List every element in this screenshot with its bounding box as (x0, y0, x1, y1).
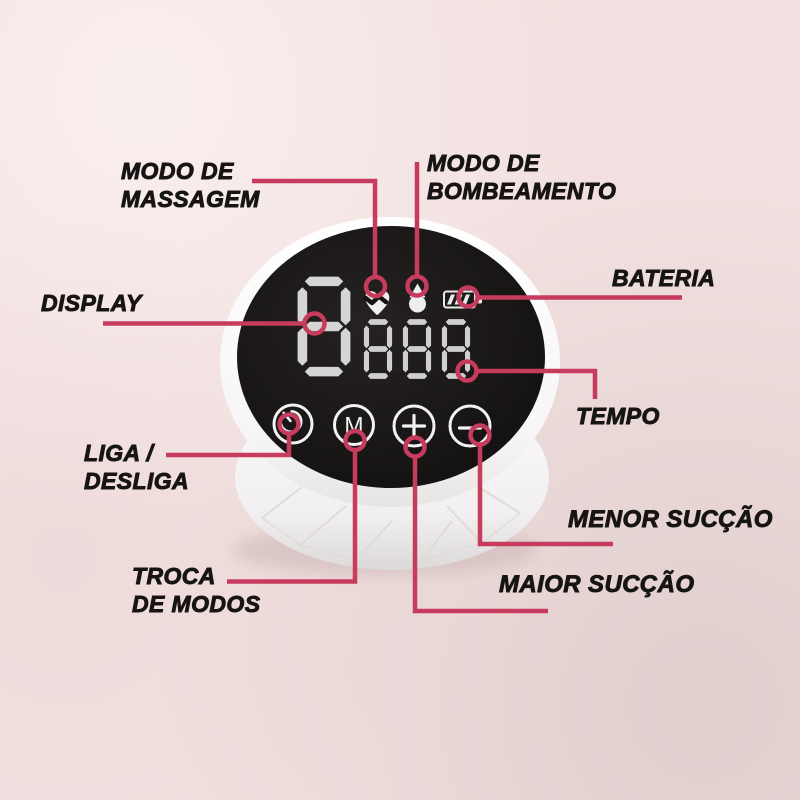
mode-change-connector (227, 428, 367, 584)
massage-mode-connector (252, 178, 388, 299)
massage-mode-label-line2: MASSAGEM (121, 186, 260, 213)
display-connector (103, 311, 327, 336)
power-label: LIGA / DESLIGA (84, 439, 190, 495)
massage-mode-label-line1: MODO DE (121, 158, 234, 185)
time-label: TEMPO (576, 403, 660, 430)
time-connector (455, 359, 598, 399)
pump-mode-label-line1: MODO DE (427, 150, 540, 177)
less-suction-label: MENOR SUCÇÃO (568, 506, 773, 534)
pump-mode-label: MODO DE BOMBEAMENTO (427, 149, 617, 205)
pump-mode-connector (405, 162, 429, 298)
less-suction-connector (468, 423, 613, 547)
power-label-line1: LIGA / (84, 440, 154, 467)
power-connector (166, 412, 301, 458)
mode-change-label-line1: TROCA (132, 563, 216, 590)
plus-icon (401, 413, 427, 439)
pump-mode-label-line2: BOMBEAMENTO (427, 178, 617, 205)
battery-connector (456, 285, 682, 309)
power-label-line2: DESLIGA (84, 468, 190, 495)
more-suction-label: MAIOR SUCÇÃO (499, 571, 695, 599)
mode-change-label: TROCA DE MODOS (132, 562, 261, 618)
battery-label: BATERIA (612, 265, 716, 292)
mode-change-label-line2: DE MODOS (132, 591, 261, 618)
display-label: DISPLAY (41, 290, 142, 317)
increase-button[interactable] (392, 404, 436, 448)
massage-mode-label: MODO DE MASSAGEM (121, 157, 260, 213)
more-suction-connector (403, 435, 548, 614)
